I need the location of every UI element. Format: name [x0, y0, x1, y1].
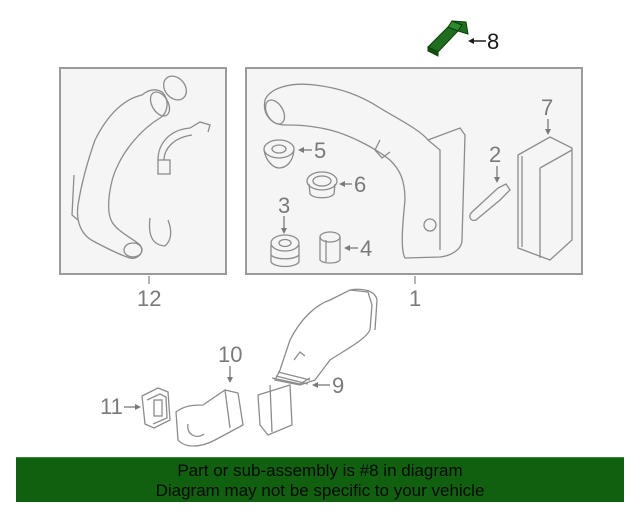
- banner-line-1: Part or sub-assembly is #8 in diagram: [177, 461, 463, 480]
- part-9-duct-icon: [257, 288, 378, 436]
- assembly-12-label: 12: [137, 276, 161, 311]
- part-3-callout: 3: [278, 193, 290, 234]
- label-9: 9: [332, 373, 344, 398]
- part-3-grommet-icon: [270, 234, 300, 268]
- label-11: 11: [100, 394, 123, 419]
- part-10-duct-icon: [175, 389, 244, 447]
- part-6-grommet-icon: [306, 171, 338, 199]
- part-11-seal-icon: [141, 387, 171, 429]
- part-11-callout: 11: [100, 394, 141, 419]
- assembly-1-box: [245, 67, 583, 275]
- part-4-sleeve-icon: [319, 231, 341, 264]
- part-6-callout: 6: [339, 172, 366, 197]
- part-4-callout: 4: [344, 236, 372, 261]
- part-1-airbox-icon: [263, 83, 466, 259]
- part-9-callout: 9: [312, 373, 344, 398]
- part-8-sensor-icon[interactable]: [427, 20, 469, 57]
- part-8-callout: 8: [468, 29, 499, 54]
- part-7-filter-icon: [517, 136, 573, 261]
- label-2: 2: [489, 142, 501, 167]
- label-5: 5: [314, 138, 326, 163]
- assembly-12-box: [59, 67, 227, 275]
- part-5-callout: 5: [298, 138, 326, 163]
- part-12-duct-icon: [71, 75, 211, 259]
- label-4: 4: [360, 236, 372, 261]
- label-8: 8: [487, 29, 499, 54]
- info-banner: Part or sub-assembly is #8 in diagram Di…: [16, 457, 624, 502]
- part-7-callout: 7: [541, 95, 553, 135]
- label-3: 3: [278, 193, 290, 218]
- label-6: 6: [354, 172, 366, 197]
- part-5-grommet-icon: [263, 139, 295, 169]
- label-10: 10: [218, 342, 242, 367]
- label-12: 12: [137, 286, 161, 311]
- part-10-callout: 10: [218, 342, 242, 383]
- part-2-clip-icon: [469, 183, 511, 222]
- part-2-callout: 2: [489, 142, 501, 183]
- label-1: 1: [409, 286, 421, 311]
- assembly-1-label: 1: [409, 276, 421, 311]
- banner-line-2: Diagram may not be specific to your vehi…: [155, 481, 485, 500]
- label-7: 7: [541, 95, 553, 120]
